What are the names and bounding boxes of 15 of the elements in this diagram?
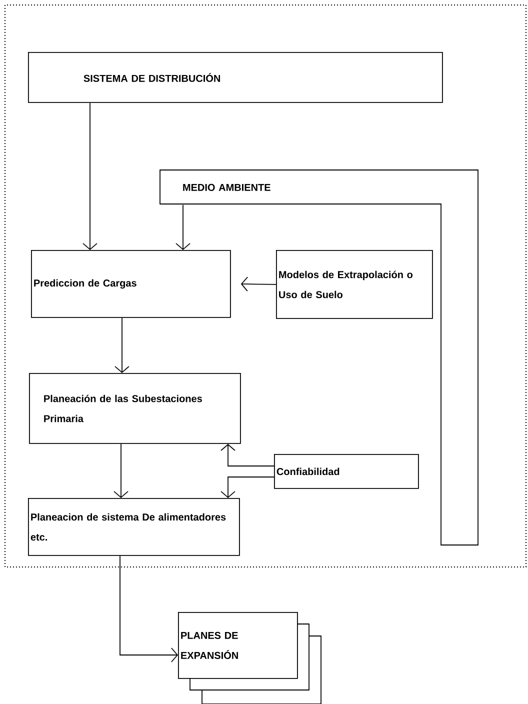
process-box: Prediccion de Cargas bbox=[31, 250, 231, 318]
arrow bbox=[220, 476, 274, 498]
arrow bbox=[240, 276, 276, 292]
process-box: SISTEMA DE DISTRIBUCIÓN bbox=[28, 52, 443, 103]
arrow bbox=[114, 443, 128, 498]
arrow bbox=[220, 444, 274, 466]
process-box: Confiabilidad bbox=[274, 454, 419, 489]
arrow bbox=[82, 102, 98, 250]
arrow bbox=[114, 317, 130, 373]
arrow bbox=[120, 555, 178, 662]
process-box: Modelos de Extrapolación o Uso de Suelo bbox=[276, 250, 433, 319]
arrow bbox=[176, 204, 190, 250]
process-box: Planeacion de sistema De alimentadores etc. bbox=[28, 498, 240, 556]
process-box: Planeación de las Subestaciones Primaria bbox=[29, 373, 241, 444]
stacked-document-box: PLANES DE EXPANSIÓN bbox=[178, 612, 322, 704]
